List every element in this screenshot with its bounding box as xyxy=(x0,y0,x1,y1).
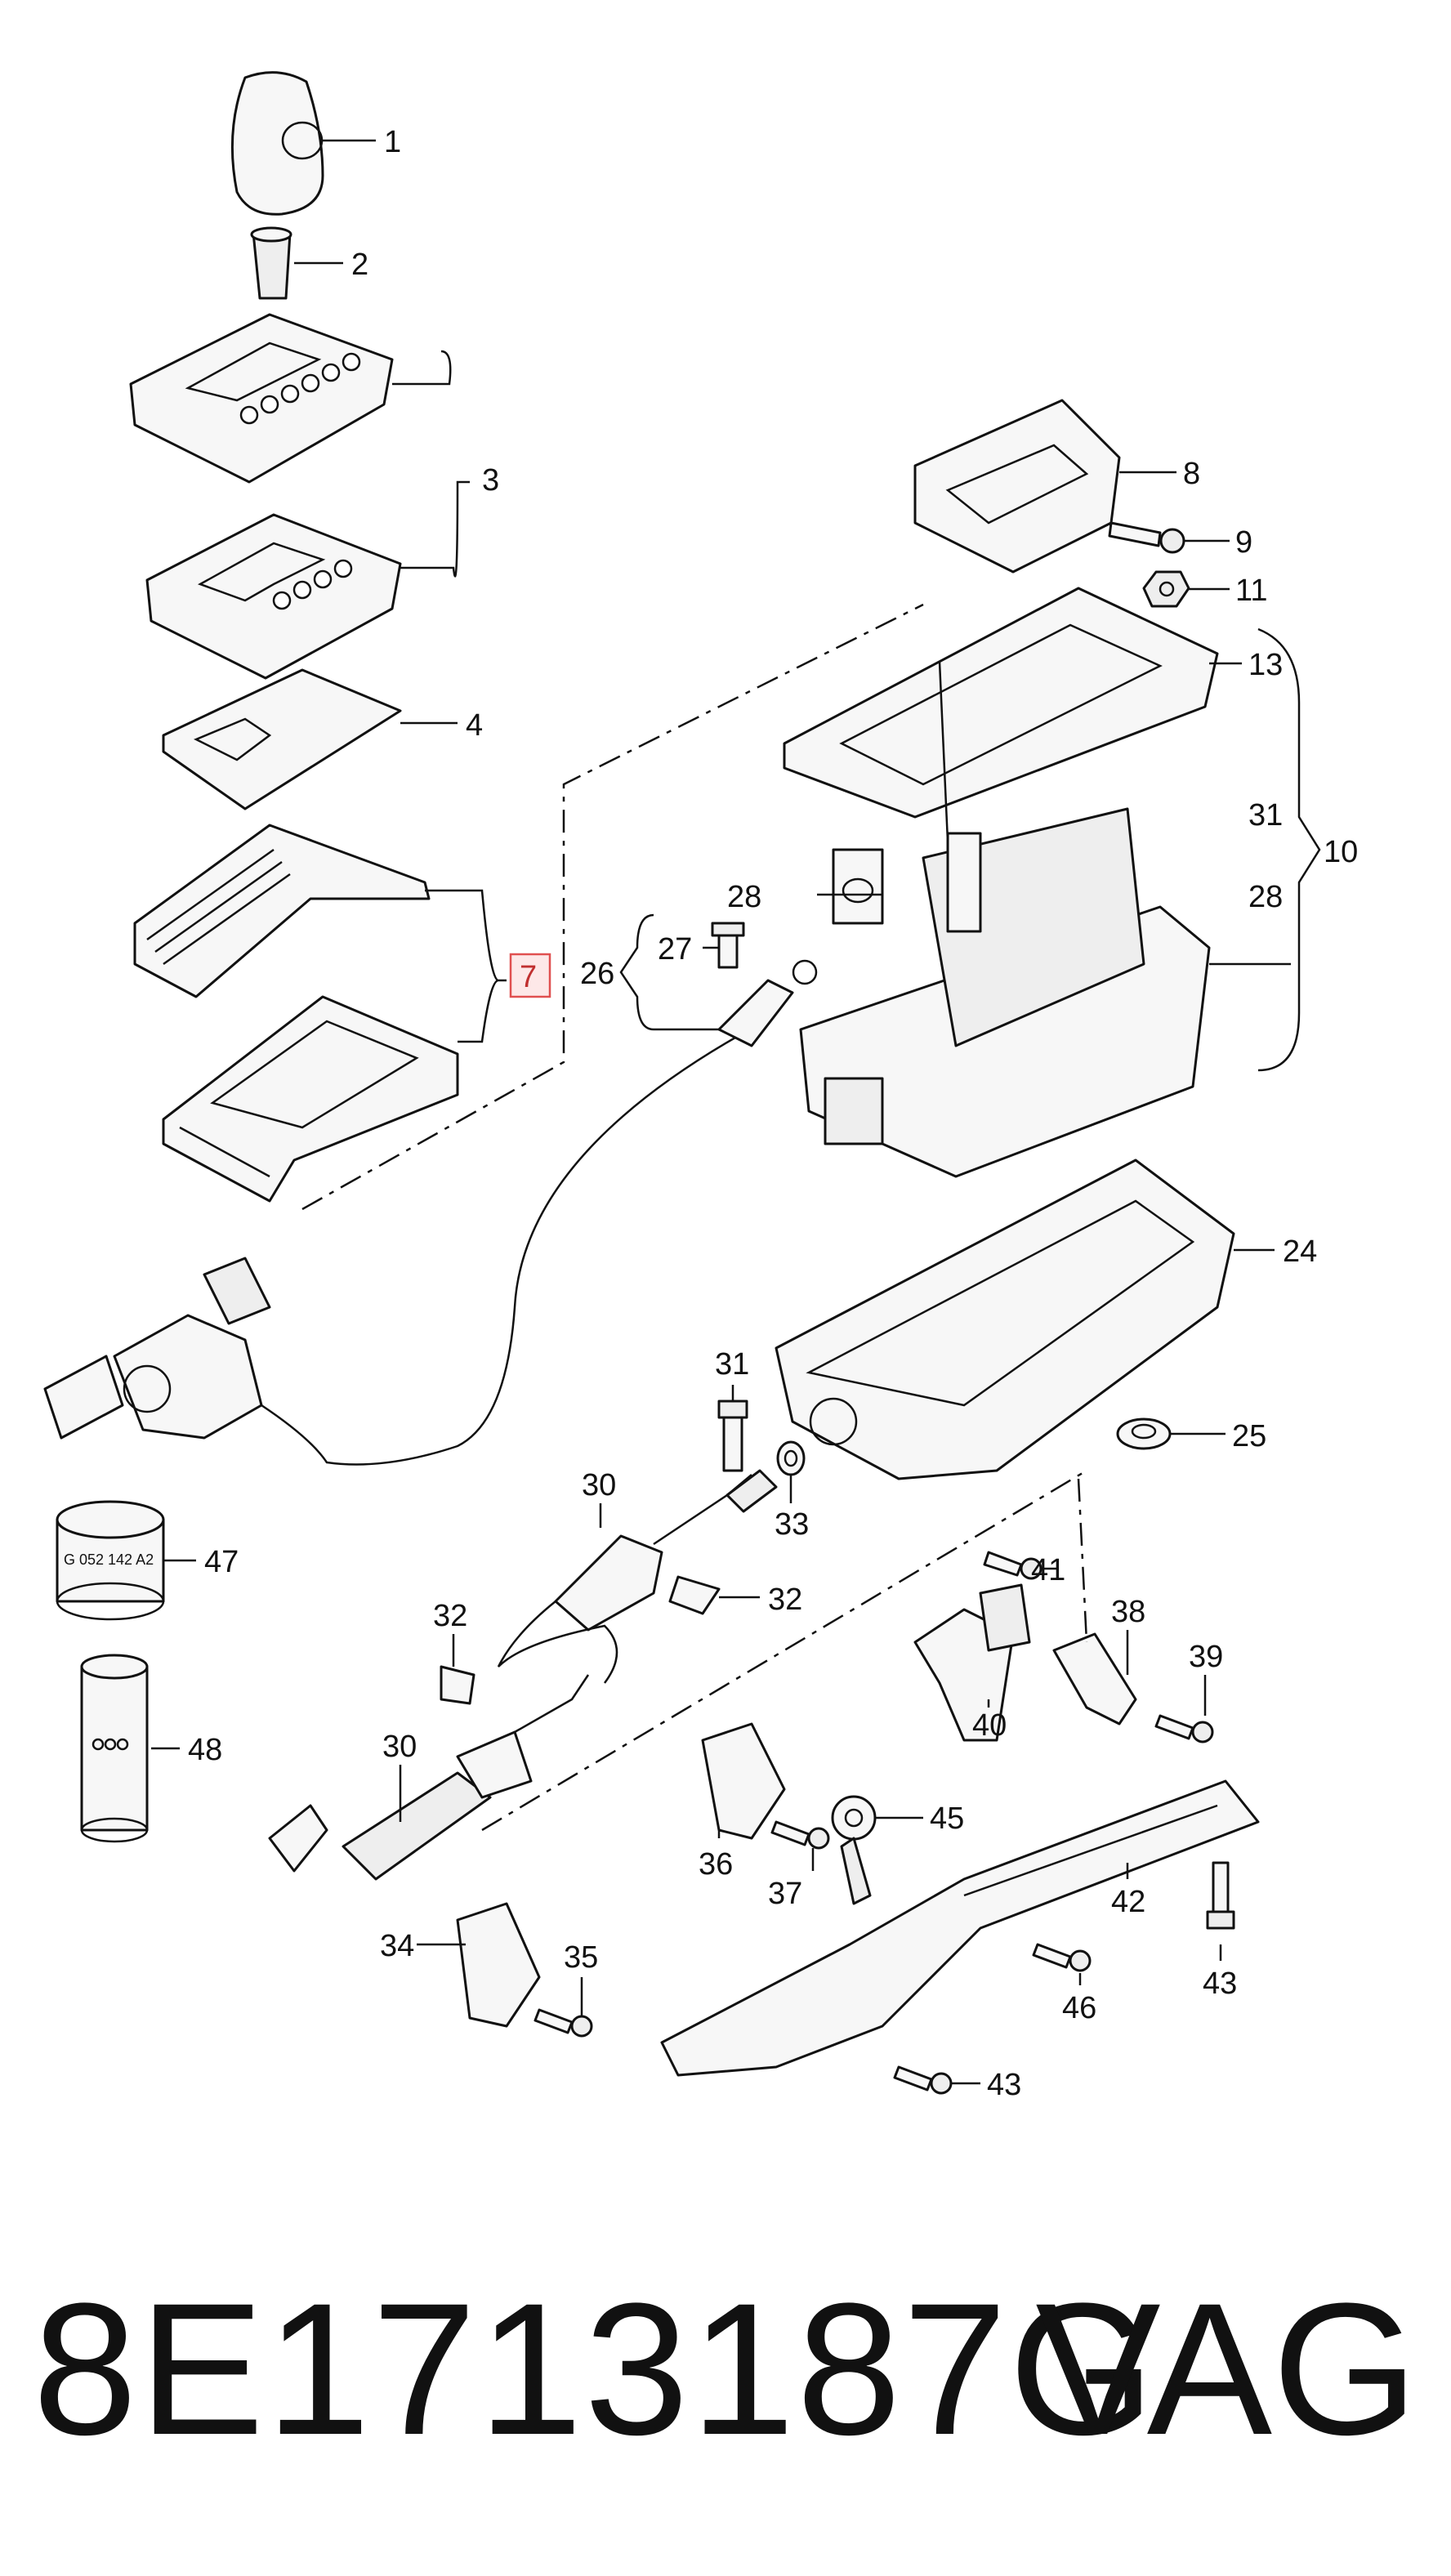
selector-mechanism xyxy=(799,661,1211,1178)
callout-36: 36 xyxy=(699,1847,733,1882)
part-number: 8E1713187G xyxy=(33,2264,1157,2474)
callout-32-lower: 32 xyxy=(433,1599,467,1633)
callout-34: 34 xyxy=(380,1929,414,1963)
clip-32-lower xyxy=(440,1665,475,1705)
callout-7: 7 xyxy=(520,960,537,994)
dash-line-right xyxy=(1077,1478,1088,1643)
top-plate xyxy=(783,587,1219,819)
callout-39: 39 xyxy=(1189,1640,1223,1674)
shift-lock-cable xyxy=(261,1036,736,1466)
callout-24: 24 xyxy=(1283,1234,1317,1269)
callout-25: 25 xyxy=(1232,1419,1266,1453)
part-marking-47: G 052 142 A2 xyxy=(64,1551,154,1568)
callout-31-upper: 31 xyxy=(1248,798,1283,833)
callout-35: 35 xyxy=(564,1940,598,1975)
bolt-46 xyxy=(1032,1943,1092,1972)
washer-33 xyxy=(776,1440,806,1476)
footer: 8E1713187G VAG xyxy=(0,2255,1451,2484)
bushing-45 xyxy=(831,1795,877,1905)
brand-name: VAG xyxy=(1035,2264,1418,2474)
callout-10: 10 xyxy=(1324,835,1358,869)
callout-4: 4 xyxy=(466,708,483,743)
callout-9: 9 xyxy=(1235,525,1252,560)
bracket-36 xyxy=(701,1722,786,1840)
selector-cable-lower xyxy=(268,1674,590,1881)
bracket-38 xyxy=(1052,1632,1137,1726)
gear-knob xyxy=(230,71,324,300)
bolt-43-lower xyxy=(893,2065,953,2095)
callout-43-right: 43 xyxy=(1203,1967,1237,2001)
callout-11: 11 xyxy=(1235,574,1267,608)
callout-31-lower: 31 xyxy=(715,1347,749,1382)
grommet-25 xyxy=(1116,1417,1172,1450)
callout-13: 13 xyxy=(1248,648,1283,682)
callout-40: 40 xyxy=(972,1708,1007,1743)
callout-2: 2 xyxy=(351,248,368,282)
selector-cable-upper xyxy=(497,1469,778,1684)
bolt-35 xyxy=(534,2008,593,2038)
callout-42: 42 xyxy=(1111,1885,1145,1919)
bolt-39 xyxy=(1154,1714,1214,1743)
bracket-8 xyxy=(913,399,1121,574)
callout-1: 1 xyxy=(384,125,401,159)
bolt-43-right xyxy=(1206,1861,1235,1930)
callout-48: 48 xyxy=(188,1733,222,1767)
housing-frame xyxy=(162,995,459,1203)
dash-line-lower xyxy=(481,1469,1087,1832)
bracket-34 xyxy=(456,1902,541,2028)
callout-8: 8 xyxy=(1183,457,1200,491)
ball-joint-26 xyxy=(717,959,818,1047)
clip-32-upper xyxy=(668,1575,721,1615)
exploded-parts-diagram: G 052 142 A2 xyxy=(43,71,1358,2102)
callout-30-upper: 30 xyxy=(582,1468,616,1502)
callout-3: 3 xyxy=(482,463,499,498)
callout-28-right: 28 xyxy=(1248,880,1283,914)
cross-member-42 xyxy=(660,1779,1260,2077)
lower-housing xyxy=(775,1159,1235,1480)
nut-11 xyxy=(1142,570,1190,608)
callout-27: 27 xyxy=(658,932,692,967)
callout-30-lower: 30 xyxy=(382,1730,417,1764)
bolt-9 xyxy=(1108,521,1185,554)
callout-41: 41 xyxy=(1031,1553,1065,1587)
callout-45: 45 xyxy=(930,1801,964,1836)
grease-tube-48 xyxy=(80,1654,149,1843)
callout-46: 46 xyxy=(1062,1991,1096,2025)
leader-lines xyxy=(151,139,1321,2085)
group-line-7 xyxy=(301,603,924,1211)
callout-7-highlight xyxy=(509,953,551,998)
callout-26: 26 xyxy=(580,957,614,991)
callout-28-left: 28 xyxy=(727,880,761,914)
callout-43-lower: 43 xyxy=(987,2068,1021,2102)
ignition-lock xyxy=(43,1257,271,1440)
callout-38: 38 xyxy=(1111,1595,1145,1629)
shift-cover-upper xyxy=(129,313,394,484)
bolt-27 xyxy=(711,922,745,969)
shift-cover-lower xyxy=(145,513,402,680)
housing-cover xyxy=(133,824,431,998)
bolt-31-lower xyxy=(717,1400,748,1472)
callout-37: 37 xyxy=(768,1877,802,1911)
sleeve-47: G 052 142 A2 xyxy=(56,1500,165,1621)
bolt-37 xyxy=(770,1820,830,1850)
callout-32-upper: 32 xyxy=(768,1583,802,1617)
callout-labels: 1 2 3 4 7 8 9 11 13 31 10 28 28 26 27 24… xyxy=(188,125,1358,2102)
solenoid-28 xyxy=(832,848,884,925)
callout-33: 33 xyxy=(775,1507,809,1542)
gasket-sheet xyxy=(162,668,402,810)
callout-47: 47 xyxy=(204,1545,239,1579)
bolt-41 xyxy=(983,1551,1042,1580)
